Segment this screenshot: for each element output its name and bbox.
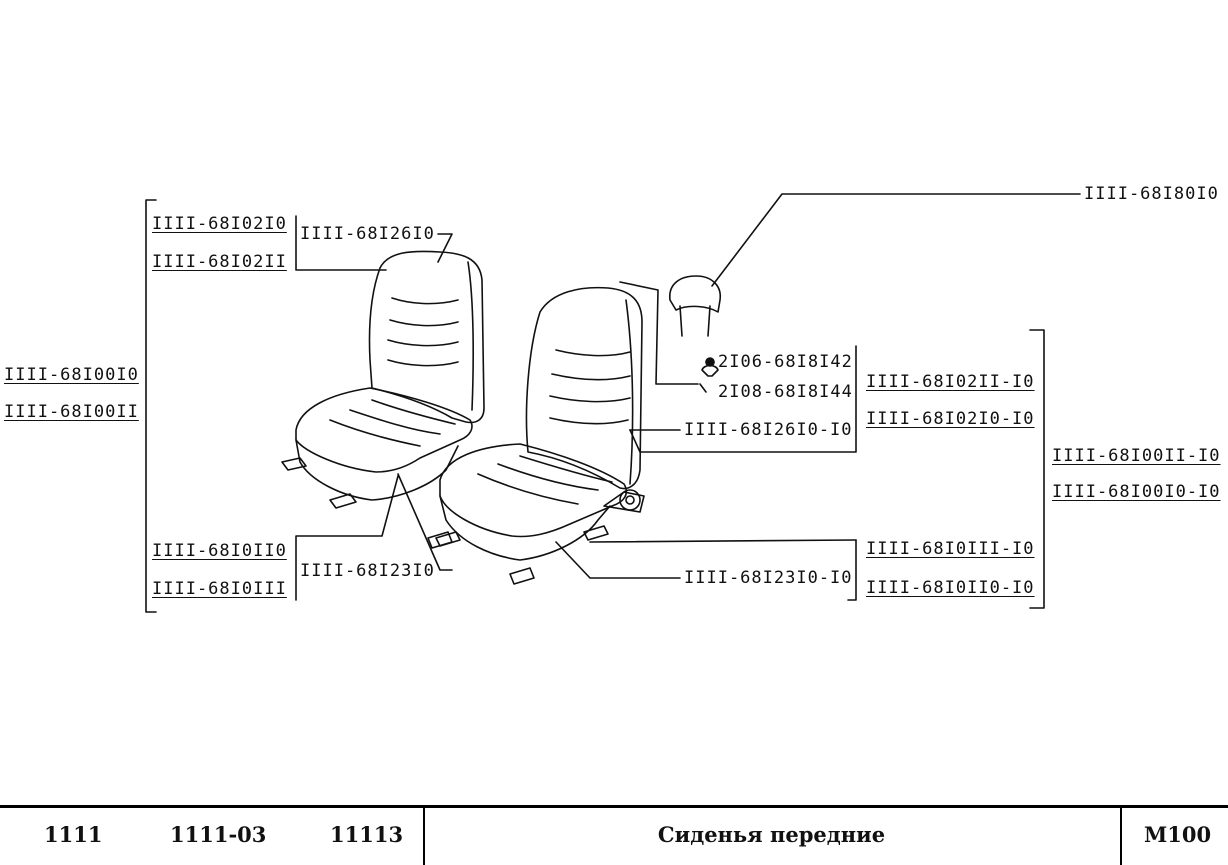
right-seat-backrest — [525, 286, 643, 490]
seat-assembly-diagram — [145, 193, 1081, 613]
left-back-code-1: IIII-68I02I0 — [152, 214, 287, 234]
right-leader-lines — [555, 193, 1081, 609]
right-back-cover-code: IIII-68I26I0-I0 — [684, 420, 853, 440]
left-seat-drawing — [281, 250, 485, 547]
right-assembly-code-2: IIII-68I00I0-I0 — [1052, 482, 1221, 502]
headrest-drawing — [669, 275, 721, 377]
headrest-part-code-2: 2I08-68I8I44 — [718, 382, 853, 402]
right-back-code-2: IIII-68I02I0-I0 — [866, 409, 1035, 429]
headrest-part-code-1: 2I06-68I8I42 — [718, 352, 853, 372]
left-back-cover-code: IIII-68I26I0 — [300, 224, 435, 244]
left-cushion-cover-code: IIII-68I23I0 — [300, 561, 435, 581]
headrest-code: IIII-68I80I0 — [1084, 184, 1219, 204]
left-seat-backrest — [368, 250, 485, 424]
right-cushion-code-2: IIII-68I0II0-I0 — [866, 578, 1035, 598]
page-code: M100 — [1144, 822, 1212, 847]
left-cushion-code-2: IIII-68I0III — [152, 579, 287, 599]
footer-divider-left — [423, 808, 425, 865]
left-assembly-code-1: IIII-68I00I0 — [4, 365, 139, 385]
left-assembly-code-2: IIII-68I00II — [4, 402, 139, 422]
right-assembly-code-1: IIII-68I00II-I0 — [1052, 446, 1221, 466]
left-back-code-2: IIII-68I02II — [152, 252, 287, 272]
left-seat-cushion — [295, 387, 473, 473]
right-seat-cushion — [439, 443, 628, 538]
sheet-title: Сиденья передние — [657, 822, 886, 847]
right-cushion-code-1: IIII-68I0III-I0 — [866, 539, 1035, 559]
right-cushion-cover-code: IIII-68I23I0-I0 — [684, 568, 853, 588]
model-code-3: 11113 — [330, 822, 404, 847]
model-code-2: 1111-03 — [170, 822, 267, 847]
footer-divider-right — [1120, 808, 1122, 865]
left-leader-lines — [145, 199, 453, 613]
title-block: 1111 1111-03 11113 Сиденья передние M100 — [0, 805, 1228, 865]
right-back-code-1: IIII-68I02II-I0 — [866, 372, 1035, 392]
right-seat-drawing — [427, 286, 645, 585]
left-cushion-code-1: IIII-68I0II0 — [152, 541, 287, 561]
model-code-1: 1111 — [44, 822, 103, 847]
